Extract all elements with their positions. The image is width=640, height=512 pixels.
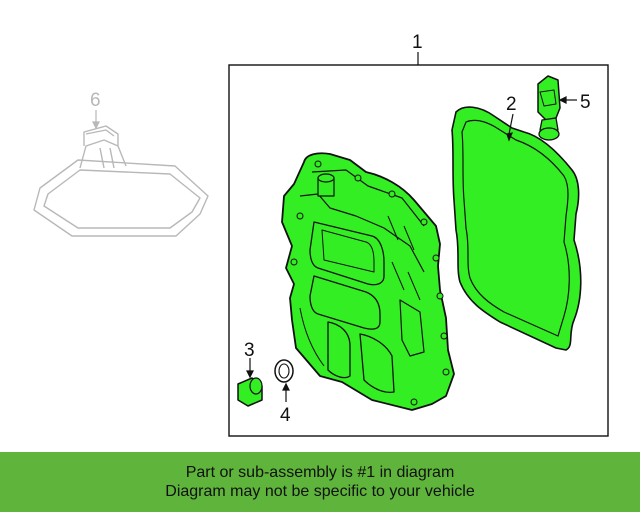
leader-lines bbox=[246, 96, 577, 402]
drain-plug-part-3[interactable] bbox=[237, 377, 263, 407]
filter-part-6[interactable] bbox=[33, 125, 209, 237]
callout-3: 3 bbox=[244, 340, 255, 361]
gasket-part-2[interactable] bbox=[451, 106, 582, 351]
washer-part-4[interactable] bbox=[274, 359, 294, 383]
callout-5: 5 bbox=[580, 92, 591, 113]
callout-1: 1 bbox=[412, 32, 423, 53]
callout-6: 6 bbox=[90, 90, 101, 111]
parts-diagram: 1 2 3 4 5 6 bbox=[33, 32, 609, 437]
footer-banner: Part or sub-assembly is #1 in diagram Di… bbox=[0, 452, 640, 512]
leader-line-6 bbox=[92, 110, 100, 130]
connector-part-5[interactable] bbox=[537, 75, 561, 141]
footer-line-2: Diagram may not be specific to your vehi… bbox=[165, 483, 475, 500]
oil-pan-assembly[interactable] bbox=[281, 152, 455, 411]
footer-line-1: Part or sub-assembly is #1 in diagram bbox=[185, 464, 455, 481]
callout-4: 4 bbox=[280, 405, 291, 426]
callout-2: 2 bbox=[506, 94, 517, 115]
